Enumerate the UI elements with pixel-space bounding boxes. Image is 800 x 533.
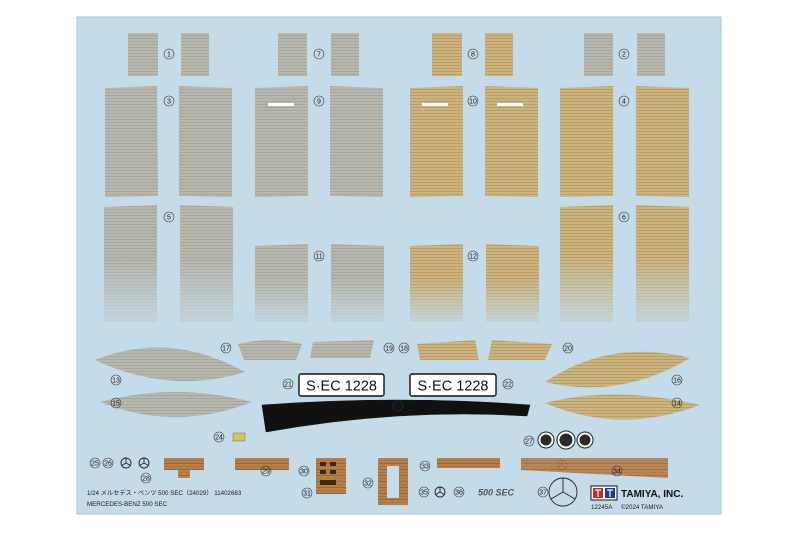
part-number-circle — [392, 400, 404, 412]
part-number-circle — [110, 374, 122, 386]
brand-code: 12245A — [591, 504, 613, 511]
gauge-cluster-decal — [537, 430, 594, 450]
part-number-circle — [89, 457, 101, 469]
emblem-500sec-text: 500 SEC — [478, 488, 515, 498]
brand-name: TAMIYA, INC. — [621, 489, 683, 500]
part-number-35: 35 — [420, 489, 428, 496]
part-number-13: 13 — [112, 377, 120, 384]
decal-group-seat-panels — [105, 86, 689, 197]
part-number-circle — [562, 342, 574, 354]
part-number-15: 15 — [112, 400, 120, 407]
footer-line-2: MERCEDES-BENZ 500 SEC — [87, 501, 168, 508]
part-number-circle — [467, 95, 479, 107]
footer-line-1: 1/24 メルセデス・ベンツ 500 SEC（24029） 11402683 — [87, 489, 242, 497]
part-number-2: 2 — [622, 51, 626, 58]
part-number-11: 11 — [315, 253, 322, 260]
decal-group-small-panels — [128, 33, 665, 76]
part-number-1: 1 — [167, 51, 171, 58]
part-number-30: 30 — [300, 468, 308, 475]
wood-trim-decals — [164, 458, 668, 505]
part-number-circle — [671, 374, 683, 386]
part-number-circle — [313, 250, 325, 262]
part-number-circle — [163, 95, 175, 107]
license-plate-right-text: S·EC 1228 — [418, 379, 489, 395]
part-number-20: 20 — [564, 345, 572, 352]
part-number-18: 18 — [400, 345, 408, 352]
part-number-circle — [671, 397, 683, 409]
part-number-circle — [418, 486, 430, 498]
part-number-circle — [618, 211, 630, 223]
part-number-circle — [163, 48, 175, 60]
part-number-circle — [110, 397, 122, 409]
part-number-circle — [220, 342, 232, 354]
part-number-32: 32 — [364, 480, 372, 487]
part-number-33: 33 — [421, 463, 429, 470]
part-number-circle — [537, 486, 549, 498]
part-number-9: 9 — [317, 98, 321, 105]
part-number-36: 36 — [455, 489, 463, 496]
part-number-circle — [313, 48, 325, 60]
part-number-5: 5 — [167, 214, 171, 221]
part-number-circle — [362, 477, 374, 489]
part-number-circle — [213, 431, 225, 443]
license-plate-left-text: S·EC 1228 — [306, 379, 377, 395]
part-number-7: 7 — [317, 51, 321, 58]
part-number-14: 14 — [673, 400, 681, 407]
part-number-circle — [163, 211, 175, 223]
license-plate-left: S·EC 1228 — [298, 373, 385, 397]
part-number-circle — [301, 487, 313, 499]
part-number-21: 21 — [284, 381, 292, 388]
part-number-circle — [383, 342, 395, 354]
part-number-circle — [298, 465, 310, 477]
part-number-circle — [453, 486, 465, 498]
sheet-background — [76, 16, 722, 515]
part-number-circle — [102, 457, 114, 469]
part-number-circle — [282, 378, 294, 390]
placard-decal — [232, 432, 246, 442]
part-number-circle — [140, 472, 152, 484]
part-number-23: 23 — [394, 403, 402, 410]
part-number-28: 28 — [142, 475, 150, 482]
part-number-6: 6 — [622, 214, 626, 221]
part-number-circle — [611, 465, 623, 477]
part-number-circle — [618, 48, 630, 60]
part-number-4: 4 — [622, 98, 626, 105]
part-number-3: 3 — [167, 98, 171, 105]
copyright: ©2024 TAMIYA — [621, 504, 664, 511]
part-number-8: 8 — [471, 51, 475, 58]
license-plate-right: S·EC 1228 — [409, 373, 497, 397]
part-number-circle — [467, 250, 479, 262]
part-number-circle — [398, 342, 410, 354]
part-number-19: 19 — [385, 345, 393, 352]
part-number-31: 31 — [303, 490, 311, 497]
part-number-37: 37 — [539, 489, 547, 496]
decal-group-fading-panels — [104, 205, 689, 322]
part-number-10: 10 — [469, 98, 477, 105]
part-number-circle — [467, 48, 479, 60]
part-number-12: 12 — [469, 253, 477, 260]
part-number-22: 22 — [504, 381, 512, 388]
part-number-29: 29 — [262, 468, 270, 475]
part-number-26: 26 — [104, 460, 112, 467]
part-number-34: 34 — [613, 468, 621, 475]
part-number-24: 24 — [215, 434, 223, 441]
emblem-500sec-decal: 500 SEC — [472, 486, 520, 498]
part-number-16: 16 — [673, 377, 681, 384]
part-number-27: 27 — [525, 438, 533, 445]
windshield-band-decal — [261, 399, 531, 433]
tamiya-logo — [590, 485, 618, 501]
part-number-circle — [313, 95, 325, 107]
part-number-circle — [618, 95, 630, 107]
part-number-circle — [502, 378, 514, 390]
part-number-circle — [260, 465, 272, 477]
part-number-25: 25 — [91, 460, 99, 467]
part-number-17: 17 — [222, 345, 230, 352]
part-number-circle — [419, 460, 431, 472]
decal-group-door-trims — [95, 340, 700, 420]
part-number-circle — [523, 435, 535, 447]
